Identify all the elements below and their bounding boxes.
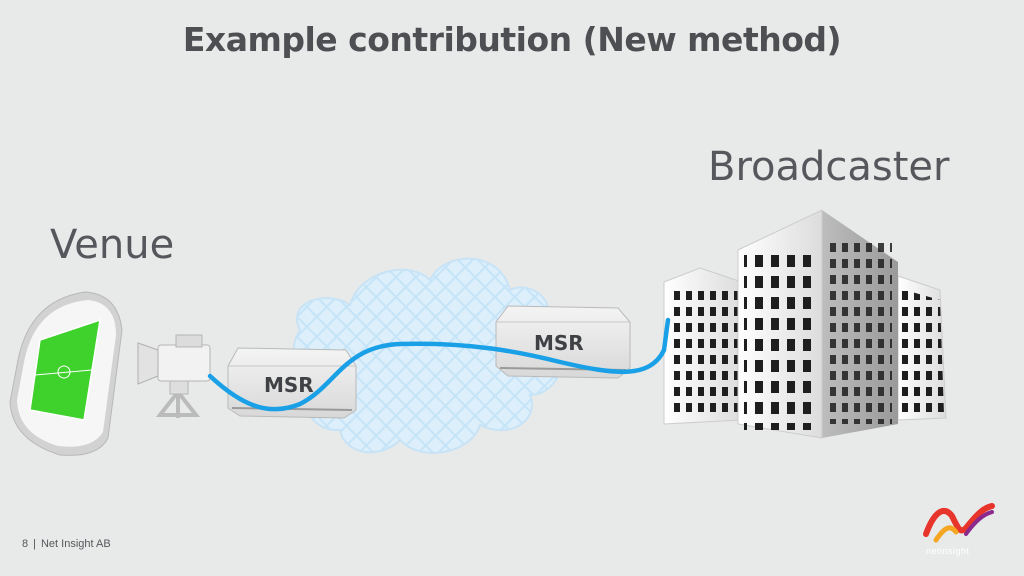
page-number: 8 [22,538,29,550]
msr-label-right: MSR [534,331,584,355]
footer-separator: | [33,538,36,550]
camera-icon [137,334,211,418]
slide-title: Example contribution (New method) [182,20,842,59]
msr-label-left: MSR [264,373,314,397]
venue-label: Venue [50,222,175,268]
netinsight-logo [923,503,995,543]
logo-text: netinsight [926,546,970,556]
msr-box-left [227,347,357,419]
broadcaster-label: Broadcaster [708,144,950,190]
broadcaster-building [663,209,947,439]
stadium-icon [9,291,123,456]
network-cloud [292,257,563,454]
fiber-link [207,317,671,412]
slide-footer: 8 | Net Insight AB [22,538,111,550]
company-name: Net Insight AB [40,538,111,550]
msr-box-right [495,305,631,379]
